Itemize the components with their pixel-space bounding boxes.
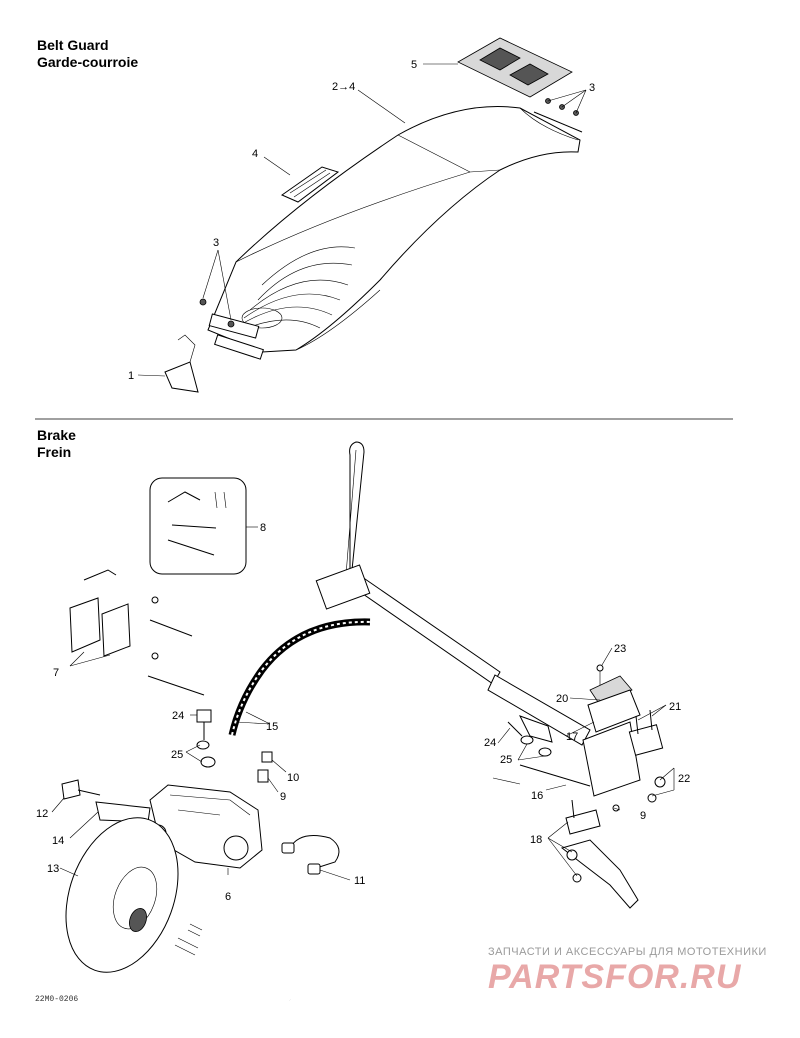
callout-bg-3b: 3 (589, 82, 595, 94)
switch-22b (647, 793, 657, 803)
callout-bg-3a: 3 (213, 237, 219, 249)
callout-br-25b: 25 (500, 754, 512, 766)
callout-br-6: 6 (225, 891, 231, 903)
mounting-plate-upper (208, 313, 260, 339)
label-plate-4 (280, 166, 340, 203)
pad-pin-upper (149, 619, 193, 637)
callout-br-22: 22 (678, 773, 690, 785)
callout-br-20: 20 (556, 693, 568, 705)
callout-br-12: 12 (36, 808, 48, 820)
bleeder-screw-9 (257, 769, 269, 783)
callout-br-9b: 9 (640, 810, 646, 822)
callout-bg-4: 4 (252, 148, 258, 160)
callout-br-18: 18 (530, 834, 542, 846)
callout-br-8: 8 (260, 522, 266, 534)
hinge-rod-3 (533, 111, 583, 133)
callout-br-23: 23 (614, 643, 626, 655)
callout-br-7: 7 (53, 667, 59, 679)
callout-br-15: 15 (266, 721, 278, 733)
belt-guard-title: Belt Guard Garde-courroie (37, 37, 138, 71)
callout-br-24b: 24 (484, 737, 496, 749)
bolt-12 (61, 779, 81, 800)
washer-25b (200, 756, 216, 768)
callout-bg-1: 1 (128, 370, 134, 382)
watermark-logo: PARTSFOR.RU (488, 958, 742, 996)
callout-br-21: 21 (669, 701, 681, 713)
callout-bg-2-4: 2→4 (332, 81, 355, 93)
belt-guard-assembly: 5 2→4 4 3 3 1 (128, 37, 595, 393)
pushrod-16 (519, 764, 591, 787)
switch-22a (654, 776, 666, 788)
hose-clip-11 (289, 835, 340, 871)
callout-bg-5: 5 (411, 59, 417, 71)
belt-guard-title-fr: Garde-courroie (37, 54, 139, 70)
brake-pad-7a (69, 597, 101, 653)
master-cylinder (582, 721, 641, 797)
watermark-tagline: ЗАПЧАСТИ И АКСЕССУАРЫ ДЛЯ МОТОТЕХНИКИ (488, 946, 767, 958)
brake-title-en: Brake (37, 427, 76, 443)
callout-br-9a: 9 (280, 791, 286, 803)
handlebar-clamp (315, 564, 371, 610)
diagram-code: 22M0-0206 (35, 995, 79, 1004)
belt-guard-title-en: Belt Guard (37, 37, 109, 53)
washer-25a (196, 740, 210, 750)
brake-hose-15 (228, 618, 371, 736)
mounting-plate-lower (213, 334, 265, 360)
callout-br-14: 14 (52, 835, 64, 847)
decal-5 (457, 37, 573, 98)
callout-br-25a: 25 (171, 749, 183, 761)
nut-3a-right (227, 320, 235, 328)
brake-pad-7b (101, 603, 131, 657)
belt-guard-ribs (237, 246, 356, 333)
brake-title: Brake Frein (37, 427, 76, 461)
nut-3a-left (199, 298, 207, 306)
callout-br-16: 16 (531, 790, 543, 802)
diaphragm-17 (587, 689, 641, 733)
pad-pin-lower (147, 675, 205, 696)
callout-br-24a: 24 (172, 710, 184, 722)
handlebar (349, 441, 501, 685)
clamp-21 (628, 724, 664, 756)
brake-assembly: 8 7 24 15 25 10 9 12 14 13 6 11 23 20 21… (36, 441, 690, 1005)
callout-br-13: 13 (47, 863, 59, 875)
bleeder-cap-10 (261, 751, 273, 763)
banjo-bolt-24-left (196, 709, 212, 723)
brake-disc-13 (65, 817, 179, 973)
pin-kit-8-box (149, 477, 247, 575)
callout-br-17: 17 (566, 731, 578, 743)
bracket-1 (164, 361, 199, 393)
brake-title-fr: Frein (37, 444, 72, 460)
belt-guard-body (207, 106, 581, 353)
screw-23 (596, 664, 604, 672)
handlebar-right (487, 674, 591, 746)
banjo-bolt-24-right (507, 721, 523, 737)
callout-br-10: 10 (287, 772, 299, 784)
callout-br-11: 11 (354, 875, 365, 887)
brake-lever-18 (560, 839, 639, 909)
